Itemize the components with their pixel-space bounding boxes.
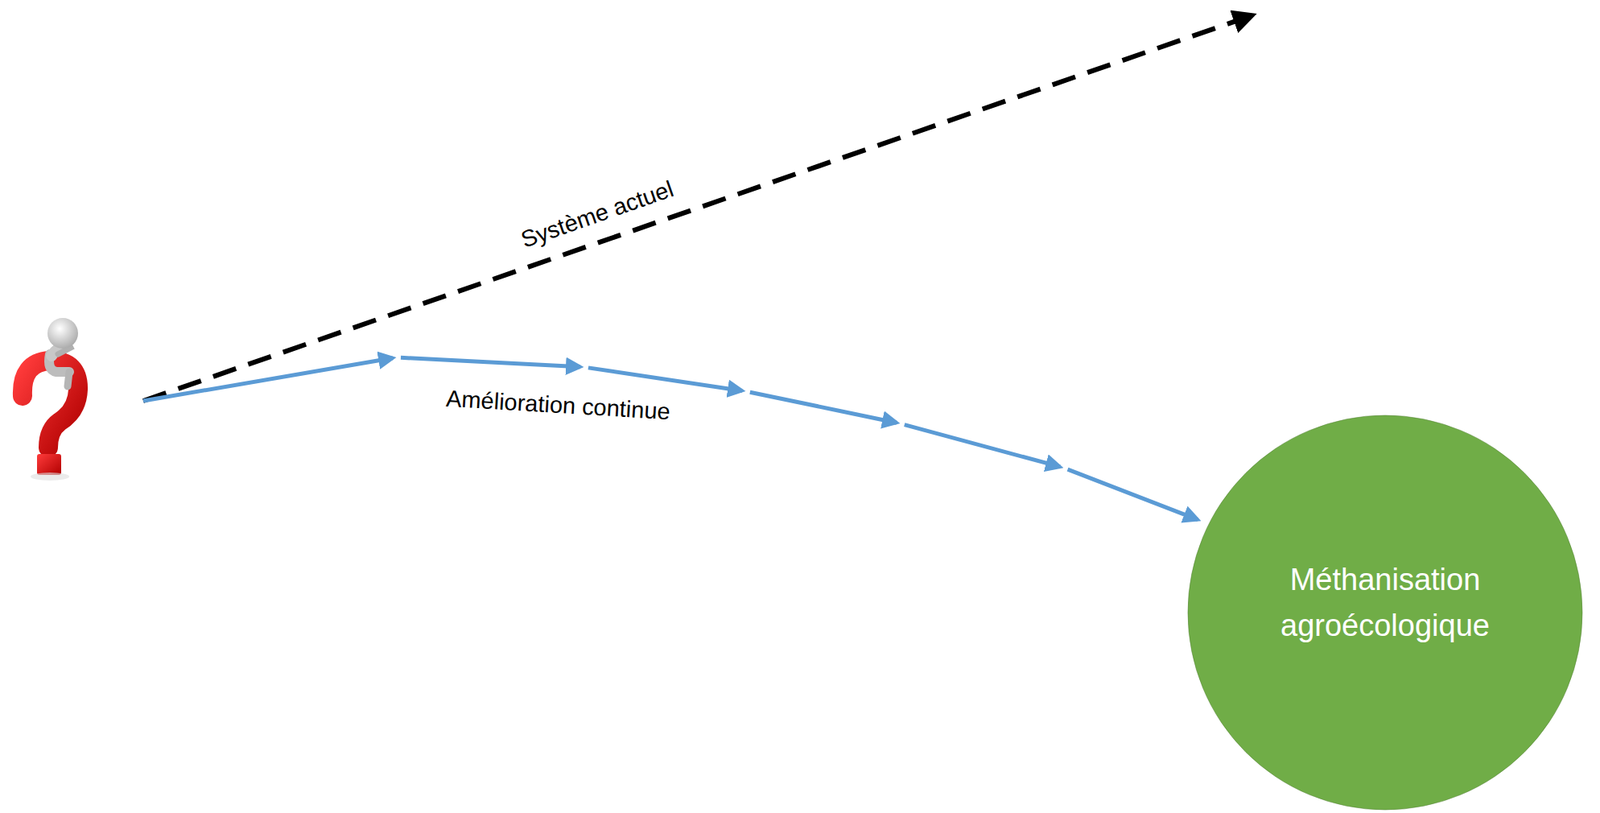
node-label: Méthanisation agroécologique (1256, 556, 1515, 649)
improvement-segment (904, 424, 1060, 467)
circle-shape (1187, 415, 1583, 810)
improvement-segment (588, 367, 743, 392)
improvement-arrows (143, 357, 1198, 520)
topic-circle: Méthanisation agroécologique (1186, 413, 1584, 812)
dashed-arrow (143, 15, 1253, 401)
improvement-segment (400, 357, 581, 367)
question-icon (22, 317, 79, 481)
improvement-segment (143, 358, 393, 401)
arrow-label: Amélioration continue (445, 384, 671, 425)
improvement-segment (1068, 469, 1199, 520)
arrow-label: Système actuel (517, 175, 677, 253)
improvement-segment (750, 391, 897, 423)
